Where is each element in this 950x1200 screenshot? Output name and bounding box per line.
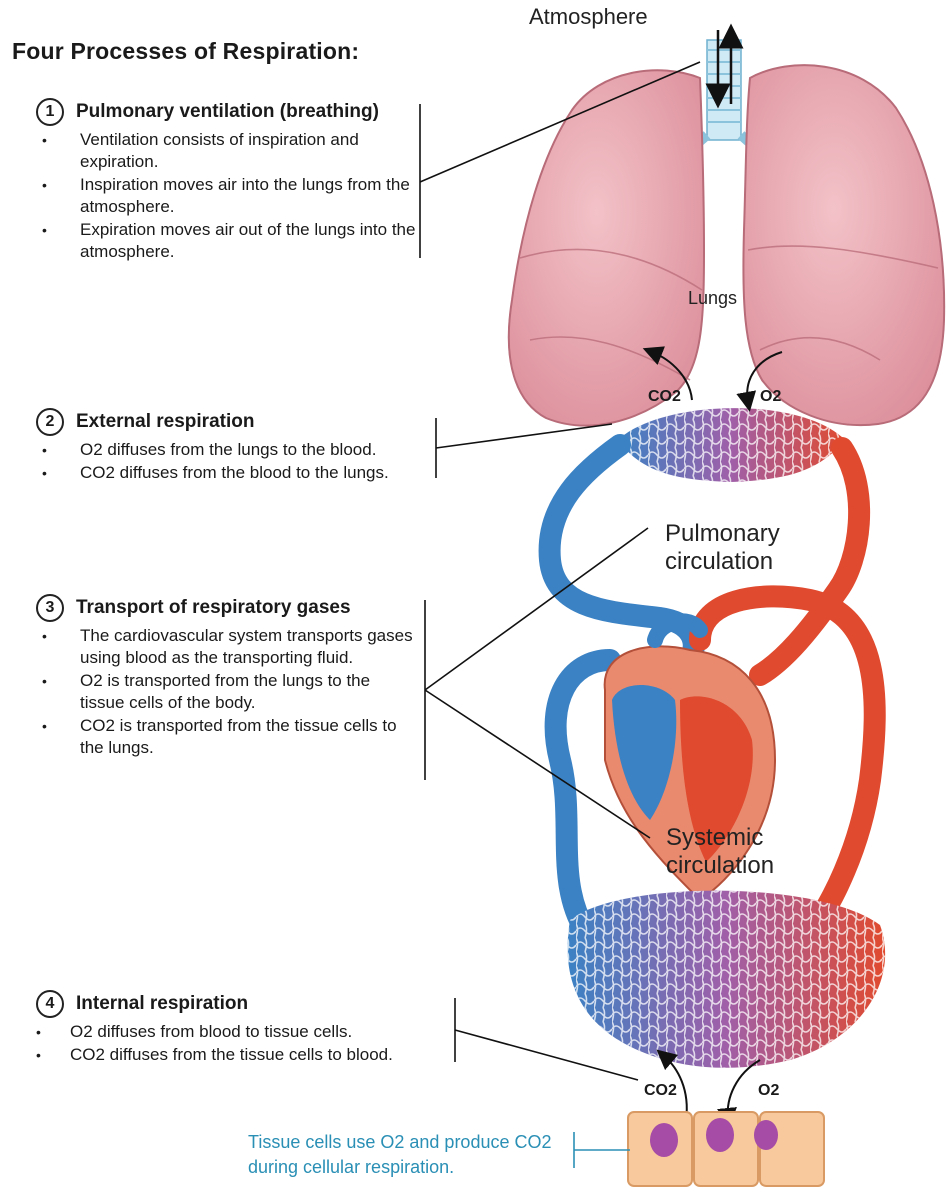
process-4-internal-respiration: 4 Internal respiration O2 diffuses from … [36, 990, 446, 1067]
process-3-bullet-3: CO2 is transported from the tissue cells… [36, 715, 416, 759]
tissue-o2-label: O2 [758, 1082, 780, 1099]
tissue-caption-bracket [573, 1132, 630, 1168]
process-2-bullets: O2 diffuses from the lungs to the blood.… [36, 439, 416, 484]
pulmonary-vein [749, 437, 871, 686]
right-lung [742, 64, 946, 426]
process-3-number: 3 [36, 594, 64, 622]
lung-co2-label: CO2 [648, 388, 681, 405]
process-2-bullet-1: O2 diffuses from the lungs to the blood. [36, 439, 416, 461]
systemic-circulation-line-1: Systemic [666, 824, 764, 851]
process-3-bullet-1: The cardiovascular system transports gas… [36, 625, 416, 669]
vena-cava [544, 649, 621, 941]
process-4-number: 4 [36, 990, 64, 1018]
atmosphere-label: Atmosphere [529, 4, 648, 29]
process-1-pulmonary-ventilation: 1 Pulmonary ventilation (breathing) Vent… [36, 98, 416, 264]
tissue-o2-arrow [717, 1059, 761, 1128]
systemic-circulation-label: Systemic circulation [666, 824, 774, 880]
process-2-external-respiration: 2 External respiration O2 diffuses from … [36, 408, 416, 485]
process-4-heading: 4 Internal respiration [36, 990, 446, 1018]
process-4-bullet-1: O2 diffuses from blood to tissue cells. [36, 1021, 446, 1043]
pulmonary-circulation-line-1: Pulmonary [665, 520, 780, 547]
left-lung-fissure [519, 248, 703, 381]
process-4-title: Internal respiration [76, 993, 249, 1014]
process-2-number: 2 [36, 408, 64, 436]
process-4-bullet-2: CO2 diffuses from the tissue cells to bl… [36, 1044, 446, 1066]
page-title: Four Processes of Respiration: [12, 38, 360, 64]
tissue-cells [627, 1111, 825, 1187]
leader-lines [419, 61, 701, 1081]
process-1-bullets: Ventilation consists of inspiration and … [36, 129, 416, 263]
pulmonary-circulation-line-2: circulation [665, 548, 774, 575]
process-3-bullets: The cardiovascular system transports gas… [36, 625, 416, 759]
lung-o2-arrow [736, 351, 783, 412]
process-1-heading: 1 Pulmonary ventilation (breathing) [36, 98, 416, 126]
process-3-transport-of-gases: 3 Transport of respiratory gases The car… [36, 594, 416, 760]
aorta [689, 585, 886, 936]
lung-o2-label: O2 [760, 388, 782, 405]
process-1-title: Pulmonary ventilation (breathing) [76, 101, 379, 122]
pulmonary-circulation-label: Pulmonary circulation [665, 520, 780, 576]
process-3-title: Transport of respiratory gases [76, 597, 351, 618]
process-1-number: 1 [36, 98, 64, 126]
process-1-bullet-2: Inspiration moves air into the lungs fro… [36, 174, 416, 218]
process-2-heading: 2 External respiration [36, 408, 416, 436]
lungs-label: Lungs [688, 288, 738, 308]
systemic-circulation-line-2: circulation [666, 852, 775, 879]
process-3-heading: 3 Transport of respiratory gases [36, 594, 416, 622]
process-2-bullet-2: CO2 diffuses from the blood to the lungs… [36, 462, 416, 484]
process-1-bullet-3: Expiration moves air out of the lungs in… [36, 219, 416, 263]
tissue-cells-caption: Tissue cells use O2 and produce CO2 duri… [248, 1132, 552, 1177]
right-lung-fissure [747, 245, 939, 361]
airflow-arrows [705, 23, 744, 109]
lung-co2-arrow [642, 346, 693, 401]
process-4-bullets: O2 diffuses from blood to tissue cells. … [36, 1021, 446, 1066]
pulmonary-capillary-bed [618, 408, 845, 482]
process-2-title: External respiration [76, 411, 255, 432]
process-1-bullet-1: Ventilation consists of inspiration and … [36, 129, 416, 173]
tissue-co2-label: CO2 [644, 1082, 677, 1099]
systemic-capillary-bed [567, 890, 886, 1068]
process-3-bullet-2: O2 is transported from the lungs to the … [36, 670, 416, 714]
